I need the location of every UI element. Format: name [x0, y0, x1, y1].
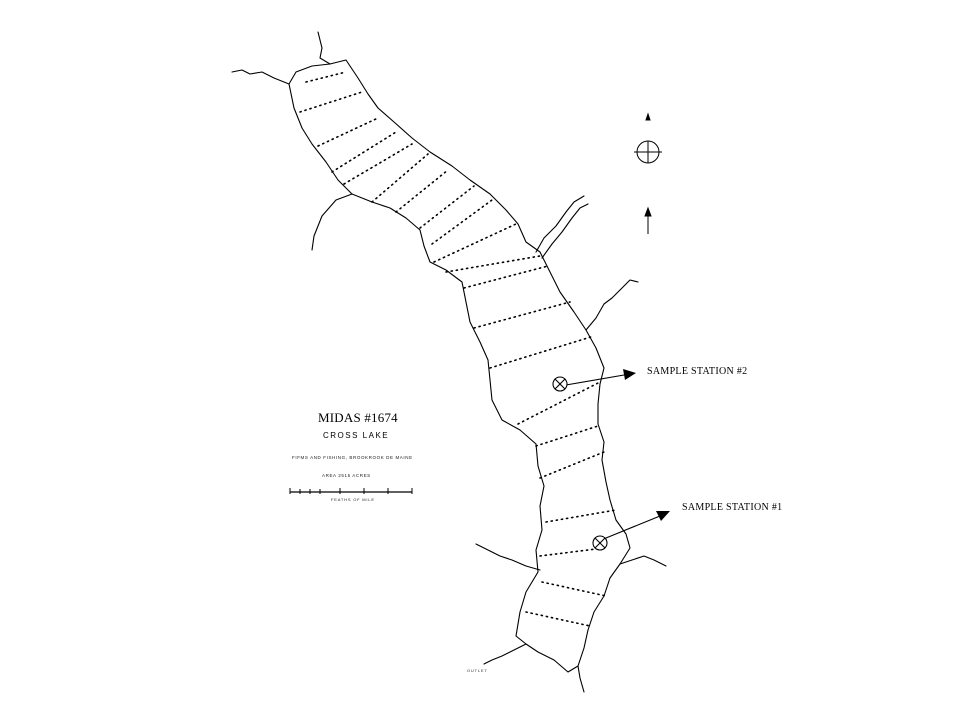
stream-outlet	[483, 643, 527, 665]
lake-shoreline	[288, 59, 631, 673]
station-2-marker-icon	[552, 376, 568, 392]
station-2-arrowhead	[623, 369, 636, 380]
stream-west	[311, 193, 353, 251]
station-2-label: SAMPLE STATION #2	[647, 366, 748, 377]
station-1-label: SAMPLE STATION #1	[682, 502, 783, 513]
depth-transects	[299, 71, 617, 627]
lake-area: AREA 2515 ACRES	[322, 473, 371, 478]
station-1-arrow-line	[605, 515, 661, 539]
stream-north	[317, 31, 331, 65]
stream-south	[577, 665, 585, 693]
lake-name: CROSS LAKE	[323, 431, 390, 440]
inlet-river-b	[541, 203, 589, 259]
compass-rose-icon	[634, 112, 662, 164]
north-arrow-icon	[644, 206, 652, 234]
map-credit: FIFMS AND FISHING, BROOKROOK DE MAINE	[292, 455, 413, 460]
stream-southwest	[475, 543, 541, 571]
station-1-marker-icon	[592, 535, 608, 551]
outlet-label: OUTLET	[467, 668, 488, 673]
map-title: MIDAS #1674	[318, 410, 398, 425]
station-2-arrow-line	[565, 374, 625, 386]
inlet-river-a	[535, 195, 585, 253]
stream-east	[585, 279, 639, 331]
station-1-arrowhead	[656, 511, 670, 521]
scale-caption: FEATHS OF MILE	[331, 497, 375, 502]
scale-bar	[289, 488, 413, 494]
stream-northwest	[231, 69, 290, 85]
stream-southeast	[619, 555, 667, 567]
